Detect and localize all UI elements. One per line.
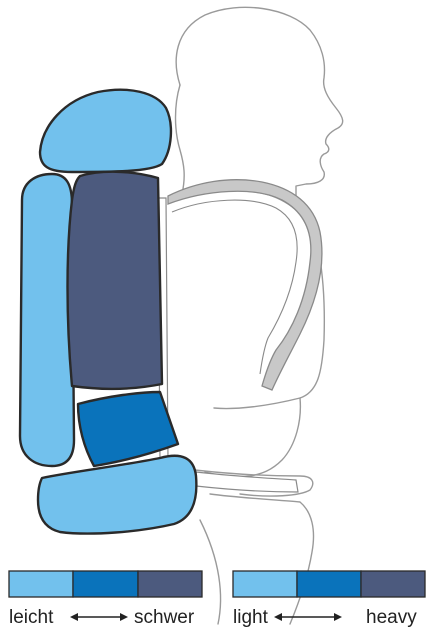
legend-de-swatch-medium [73, 571, 138, 597]
hip-outline [210, 494, 314, 624]
main-compartment-heavy [68, 172, 163, 389]
legend-de-left-label: leicht [9, 607, 54, 628]
person-silhouette [158, 7, 343, 624]
bottom-compartment-light [38, 456, 196, 534]
head-outline [176, 7, 342, 205]
legend-de-right-label: schwer [134, 607, 195, 628]
arm-outline [205, 398, 300, 477]
legend-de-swatch-light [9, 571, 73, 597]
legend-en-double-arrow-icon [274, 613, 342, 621]
legend-en-swatch-medium [297, 571, 361, 597]
legend-en-swatch-heavy [361, 571, 425, 597]
hip-inner-outline [200, 520, 221, 624]
legend-german: leicht schwer [9, 571, 202, 628]
legend-de-swatch-heavy [138, 571, 202, 597]
front-pocket-light [20, 174, 74, 466]
legend-en-left-label: light [233, 607, 269, 628]
backpack [20, 90, 196, 534]
legend-en-right-label: heavy [366, 607, 417, 628]
legend-de-double-arrow-icon [70, 613, 128, 621]
shoulder-strap [168, 180, 322, 390]
lid-compartment-light [40, 90, 171, 172]
head-back-outline [176, 85, 185, 194]
legend-en-swatch-light [233, 571, 297, 597]
legend-english: light heavy [233, 571, 425, 628]
